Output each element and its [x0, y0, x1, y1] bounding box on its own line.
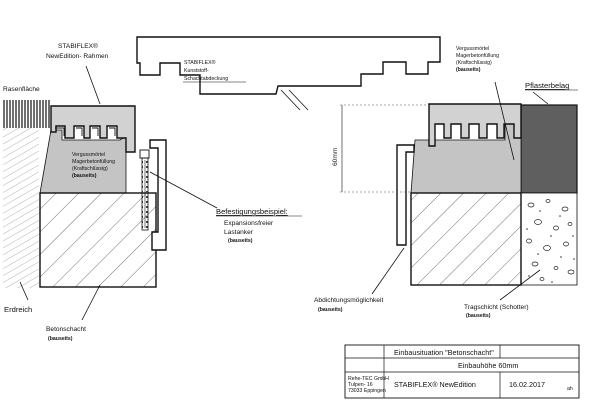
- label-verguss-left-1: Vergussmörtel: [72, 152, 105, 158]
- gravel-stones: [526, 199, 575, 281]
- leader-erdreich: [19, 281, 29, 301]
- title-block: [344, 344, 580, 399]
- left-section: [3, 65, 218, 321]
- label-mounting-2: Expansionsfreier: [224, 220, 274, 227]
- concrete-shaft-right: [410, 192, 522, 286]
- lawn-strip: [3, 100, 51, 128]
- dimension-60mm: [340, 104, 429, 193]
- title-company-3: 73033 Eppingen: [348, 388, 386, 394]
- gravel-dots: [526, 210, 575, 283]
- label-mounting-4: (bauseits): [228, 238, 253, 244]
- leader-tragschicht: [499, 269, 541, 301]
- label-verguss-right-1: Vergussmörtel: [456, 46, 489, 52]
- label-mounting-3: Lastanker: [224, 229, 254, 236]
- anchor-bolt: [139, 149, 150, 231]
- right-section: [340, 81, 578, 301]
- label-base-layer-2: (bauseits): [466, 313, 491, 319]
- label-cover-2: Kunststoff-: [184, 68, 209, 74]
- title-company-1: Rehe-TEC GmbH: [348, 376, 389, 382]
- label-sealing-2: (bauseits): [318, 307, 343, 313]
- label-cover-1: STABIFLEX®: [184, 59, 216, 66]
- leader-verguss-right: [494, 81, 515, 161]
- paving-slab: [520, 104, 578, 194]
- label-sealing-1: Abdichtungsmöglichkeit: [314, 297, 383, 304]
- label-pflasterbelag: Pflasterbelag: [525, 81, 569, 90]
- frame-profile-right: [428, 103, 522, 147]
- leader-pflaster: [532, 91, 549, 105]
- leader-abdichtung: [371, 247, 405, 295]
- label-verguss-right-4: (bauseits): [456, 67, 481, 73]
- title-date: 16.02.2017: [509, 380, 545, 389]
- leader-frame: [85, 65, 101, 105]
- title-product: STABIFLEX® NewEdition: [394, 380, 476, 389]
- label-verguss-right-3: (Kraftschlüssig): [456, 60, 492, 66]
- cover-profile: [136, 36, 441, 111]
- label-verguss-right-2: Magerbetonfüllung: [456, 53, 499, 59]
- frame-flange-left: [149, 139, 167, 251]
- label-verguss-left-3: (Kraftschlüssig): [72, 166, 108, 172]
- title-company-2: Tulpen- 16: [348, 382, 373, 388]
- label-cover-3: Schachtabdeckung: [184, 76, 228, 82]
- label-rasenflaeche: Rasenfläche: [3, 86, 40, 93]
- leader-anchor: [149, 171, 218, 209]
- title-subheading: Einbauhöhe 60mm: [458, 361, 518, 370]
- label-concrete-shaft-2: (bauseits): [48, 336, 73, 342]
- soil-area-left: [3, 128, 39, 288]
- label-concrete-shaft-1: Betonschacht: [46, 326, 86, 333]
- concrete-shaft-left: [39, 192, 157, 288]
- label-erdreich: Erdreich: [4, 305, 32, 314]
- frame-teeth-left: [55, 127, 116, 136]
- leader-betonschacht: [81, 284, 101, 321]
- label-stabiflex-frame-2: NewEdition- Rahmen: [46, 53, 109, 60]
- label-verguss-left-2: Magerbetonfüllung: [72, 159, 115, 165]
- frame-profile-left: [50, 105, 136, 153]
- label-dimension: 60mm: [332, 147, 339, 166]
- title-suffix: ah: [567, 386, 573, 392]
- label-stabiflex-frame-1: STABIFLEX®: [58, 42, 98, 50]
- frame-flange-right: [396, 144, 415, 246]
- label-verguss-left-4: (bauseits): [72, 173, 97, 179]
- label-mounting-1: Befestigungsbeispiel:: [216, 207, 288, 216]
- label-base-layer-1: Tragschicht (Schotter): [464, 304, 529, 311]
- title-heading: Einbausituation "Betonschacht": [394, 348, 494, 357]
